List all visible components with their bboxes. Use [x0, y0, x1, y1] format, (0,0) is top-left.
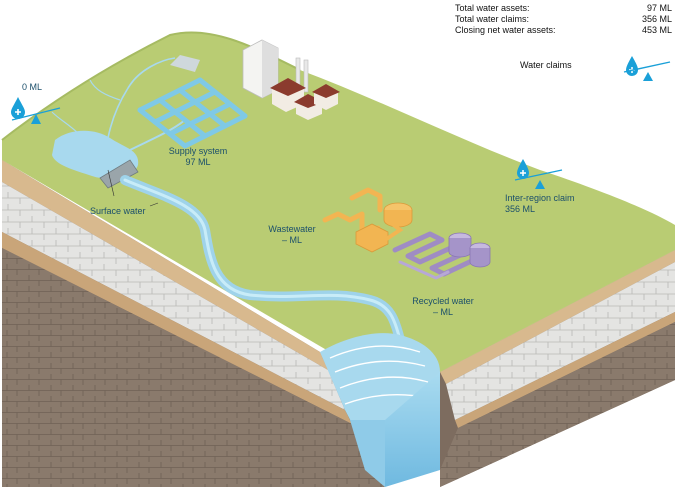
supply-system-label: Supply system 97 ML: [160, 146, 236, 168]
recycled-water-value: – ML: [432, 307, 453, 317]
supply-system-value: 97 ML: [185, 157, 211, 167]
water-account-summary: Total water assets: 97 ML Total water cl…: [455, 3, 672, 36]
water-claims-label: Water claims: [520, 60, 572, 70]
balance-seesaw-icon: [514, 169, 563, 189]
surface-water-label: Surface water: [90, 206, 146, 216]
inter-region-claim-name: Inter-region claim: [505, 193, 575, 203]
summary-value: 356 ML: [641, 14, 672, 24]
summary-label: Total water claims:: [455, 14, 530, 24]
land-surface: [2, 32, 675, 372]
supply-system-name: Supply system: [168, 146, 228, 156]
lake-and-streams: [51, 55, 200, 179]
balance-seesaw-icon: [11, 107, 61, 124]
dam-wall: [99, 159, 139, 189]
summary-value: 453 ML: [641, 25, 672, 35]
supply-system-grid: [137, 77, 248, 149]
recycled-water-label: Recycled water – ML: [404, 296, 482, 318]
recycled-water-plant: [392, 231, 491, 280]
terrain-left-face: [2, 160, 385, 487]
wastewater-label: Wastewater – ML: [262, 224, 322, 246]
summary-value: 97 ML: [646, 3, 672, 13]
summary-row: Total water claims: 356 ML: [455, 14, 672, 25]
terrain-right-face: [440, 250, 675, 487]
wastewater-value: – ML: [281, 235, 302, 245]
surface-water-leader-2: [149, 202, 159, 207]
surface-water-leader: [107, 169, 115, 197]
summary-label: Closing net water assets:: [455, 25, 556, 35]
river-mouth-waterfall: [320, 333, 440, 487]
recycled-water-name: Recycled water: [412, 296, 474, 306]
water-drop-plus-icon: [11, 97, 25, 119]
water-drop-plus-icon: [517, 159, 529, 179]
inter-region-claim-value: 356 ML: [505, 204, 536, 214]
summary-label: Total water assets:: [455, 3, 530, 13]
summary-row: Closing net water assets: 453 ML: [455, 25, 672, 36]
wastewater-plant: [322, 187, 413, 253]
town-buildings: [242, 39, 340, 120]
left-balance-value: 0 ML: [22, 82, 43, 92]
balance-seesaw-icon: [623, 61, 671, 81]
summary-row: Total water assets: 97 ML: [455, 3, 672, 14]
inter-region-claim-label: Inter-region claim 356 ML: [505, 193, 575, 215]
wastewater-name: Wastewater: [268, 224, 316, 234]
water-drop-plus-icon: [626, 56, 638, 76]
